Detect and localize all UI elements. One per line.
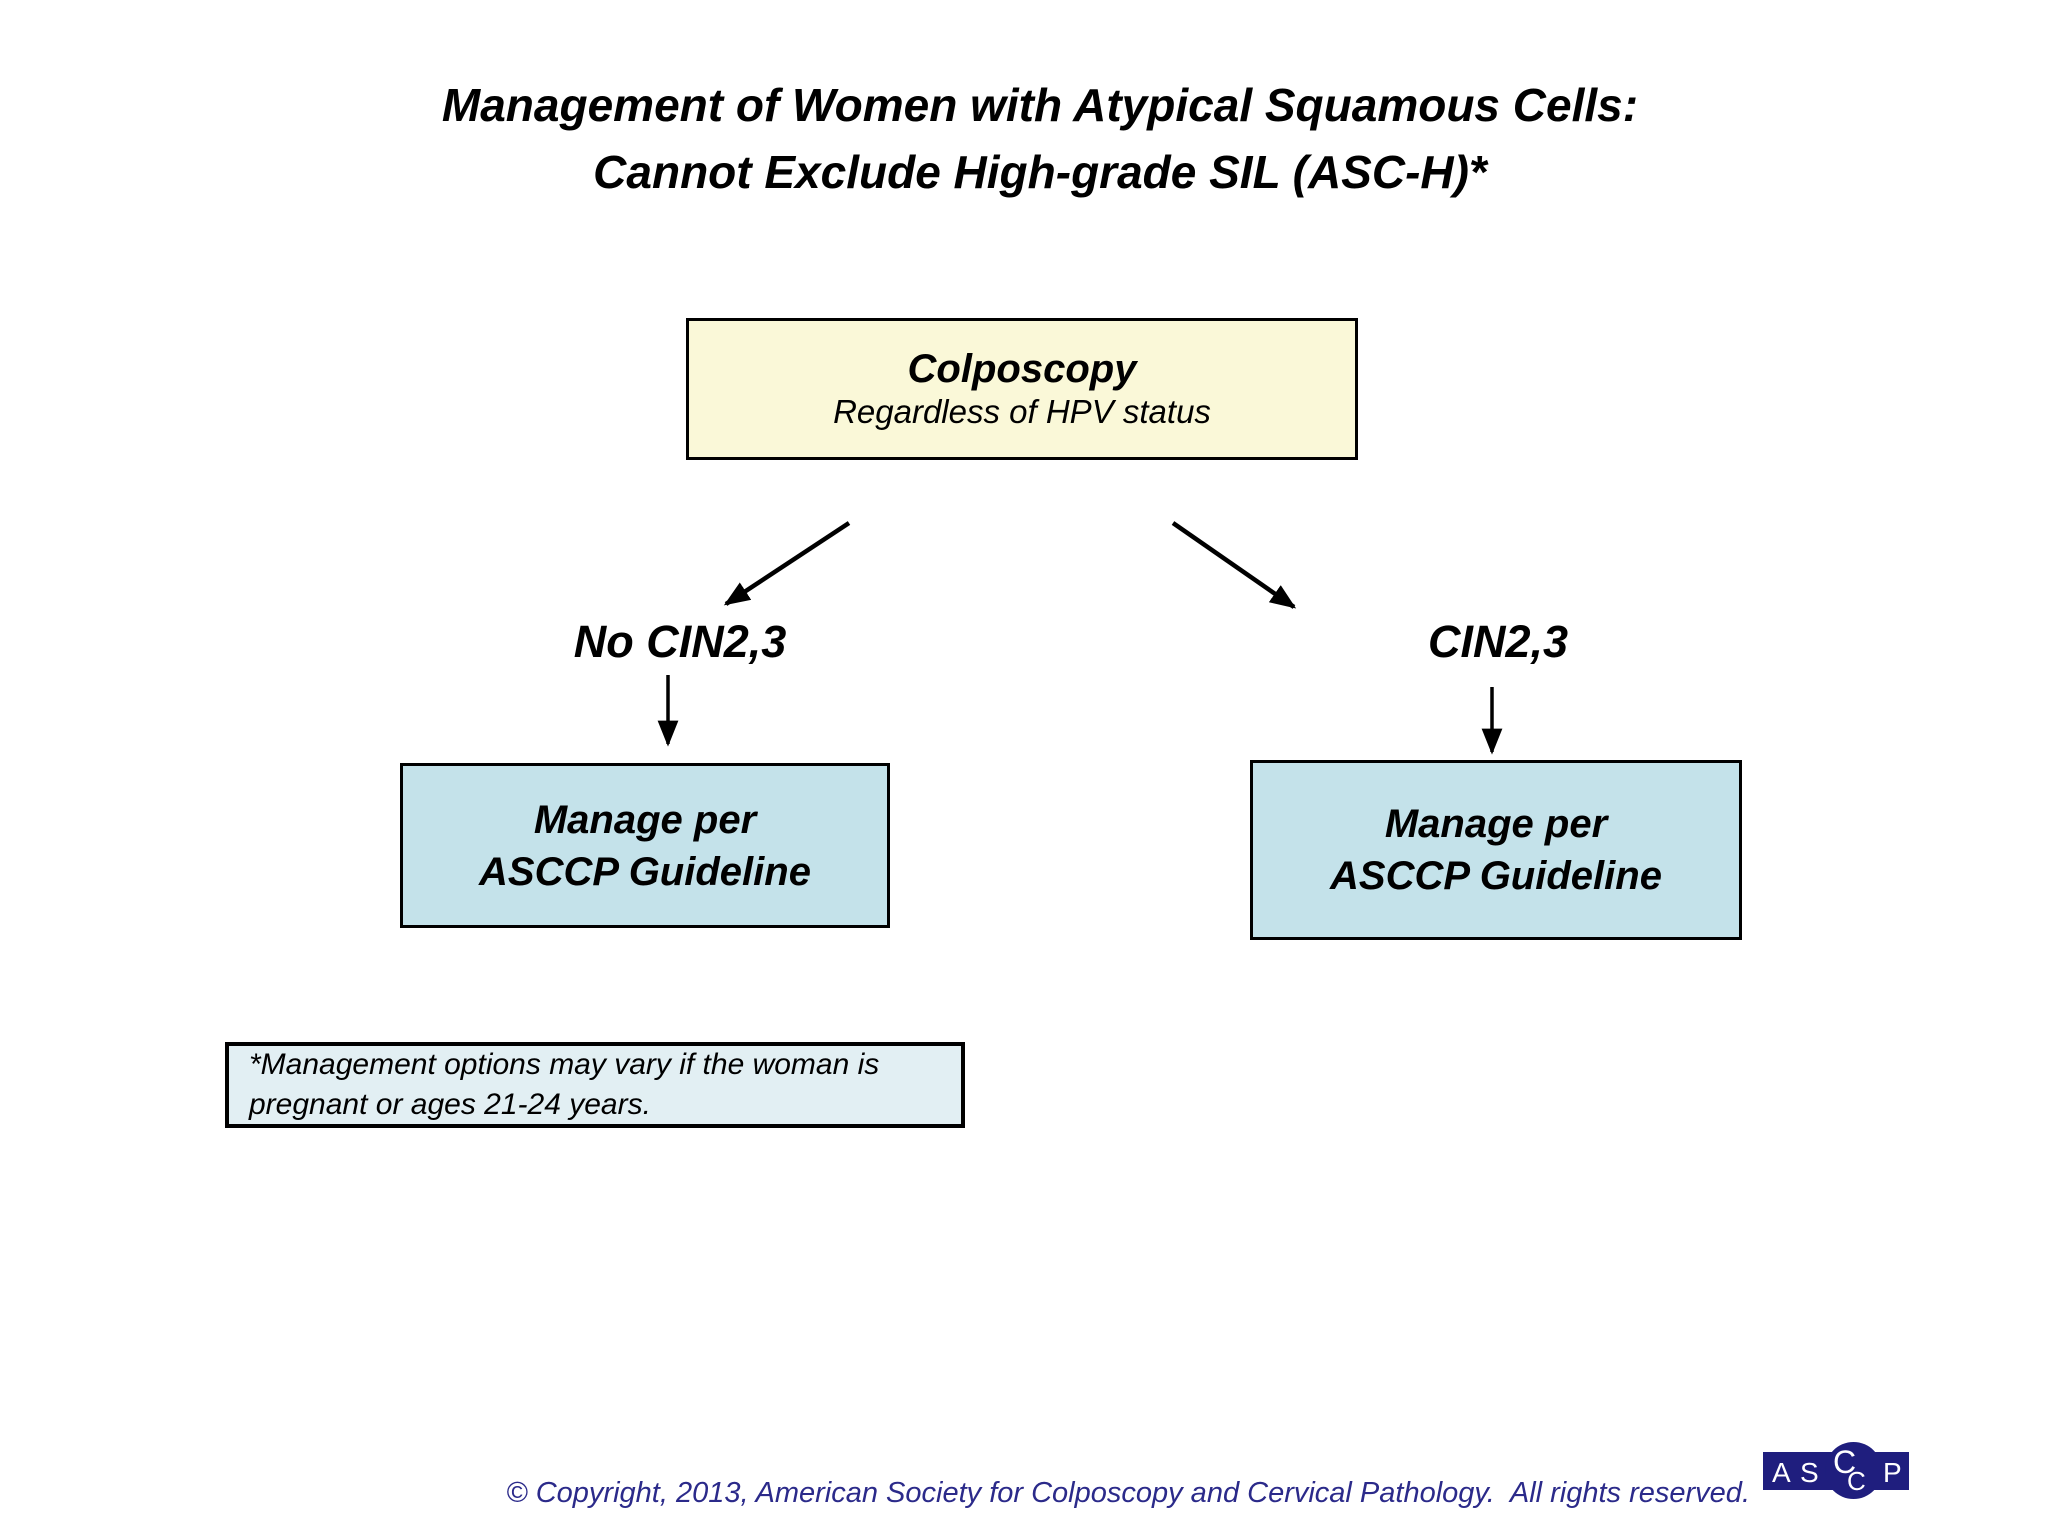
manage-box-cin-line1: Manage per (1384, 802, 1608, 846)
page-title: Management of Women with Atypical Squamo… (40, 72, 2040, 205)
asccp-logo-letter-p: P (1883, 1457, 1902, 1488)
asccp-logo: A S C C P (1763, 1442, 1909, 1499)
asccp-logo-circle (1825, 1442, 1882, 1499)
arrow-colposcopy-to-cin (1171, 521, 1297, 609)
title-line1: Management of Women with Atypical Squamo… (441, 79, 1639, 131)
no-cin-label: No CIN2,3 (573, 616, 787, 667)
asccp-logo-letter-c1: C (1833, 1444, 1857, 1480)
footnote-line2: pregnant or ages 21-24 years. (249, 1088, 651, 1121)
manage-box-no-cin-line1: Manage per (533, 797, 757, 842)
copyright-text: © Copyright, 2013, American Society for … (506, 1477, 1750, 1509)
asccp-logo-letter-a: A (1772, 1457, 1791, 1488)
cin-label: CIN2,3 (1427, 616, 1569, 667)
title-line2: Cannot Exclude High-grade SIL (ASC-H)* (593, 145, 1487, 198)
colposcopy-heading: Colposcopy (907, 347, 1137, 392)
footnote-box: *Management options may vary if the woma… (225, 1042, 965, 1128)
manage-box-cin: Manage per ASCCP Guideline (1250, 760, 1742, 940)
manage-box-cin-line2: ASCCP Guideline (1330, 854, 1662, 898)
arrow-colposcopy-to-no-cin (723, 521, 851, 606)
asccp-logo-letter-s: S (1800, 1457, 1819, 1488)
footnote-line1: *Management options may vary if the woma… (249, 1047, 880, 1081)
asccp-logo-letter-c2: C (1847, 1466, 1866, 1496)
colposcopy-subheading: Regardless of HPV status (833, 393, 1211, 431)
manage-box-no-cin: Manage per ASCCP Guideline (400, 763, 890, 928)
manage-box-no-cin-line2: ASCCP Guideline (479, 849, 811, 894)
colposcopy-box: Colposcopy Regardless of HPV status (686, 318, 1358, 460)
